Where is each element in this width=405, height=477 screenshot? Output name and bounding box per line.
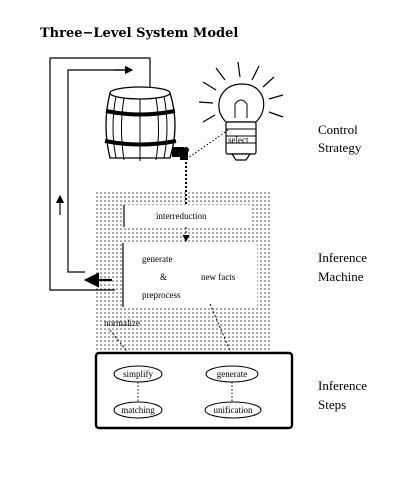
tap-icon: [172, 147, 189, 160]
feedback-loop: [49, 57, 151, 291]
step-simplify: simplify: [113, 365, 163, 383]
select-link: [187, 129, 229, 159]
bulb-select-label: select: [228, 135, 249, 145]
step-matching: matching: [113, 401, 163, 419]
steps-label-line2: Steps: [318, 397, 346, 412]
step-generate: generate: [205, 365, 259, 383]
ampersand-label: &: [160, 272, 167, 282]
normalize-label: normalize: [104, 318, 140, 328]
interreduction-label: interreduction: [156, 211, 207, 221]
inference-machine-region: [94, 191, 272, 351]
light-bulb-icon: [198, 61, 284, 161]
generate-label: generate: [142, 254, 172, 264]
control-label-line2: Strategy: [318, 140, 362, 155]
barrel-icon: [104, 86, 177, 161]
step-unification: unification: [204, 401, 262, 419]
interreduction-box: [124, 205, 252, 227]
simplify-label: simplify: [123, 369, 154, 379]
diagram-title: Three−Level System Model: [40, 26, 238, 41]
preprocess-label: preprocess: [142, 290, 181, 300]
control-label-line1: Control: [318, 122, 358, 137]
machine-label-line1: Inference: [318, 250, 367, 265]
step-generate-label: generate: [217, 369, 247, 379]
steps-label-line1: Inference: [318, 378, 367, 393]
machine-label-line2: Machine: [318, 269, 364, 284]
new-facts-label: new facts: [201, 272, 236, 282]
generate-link: [209, 303, 237, 366]
generate-preprocess-box: [123, 243, 257, 307]
matching-label: matching: [121, 405, 155, 415]
unification-label: unification: [214, 405, 253, 415]
